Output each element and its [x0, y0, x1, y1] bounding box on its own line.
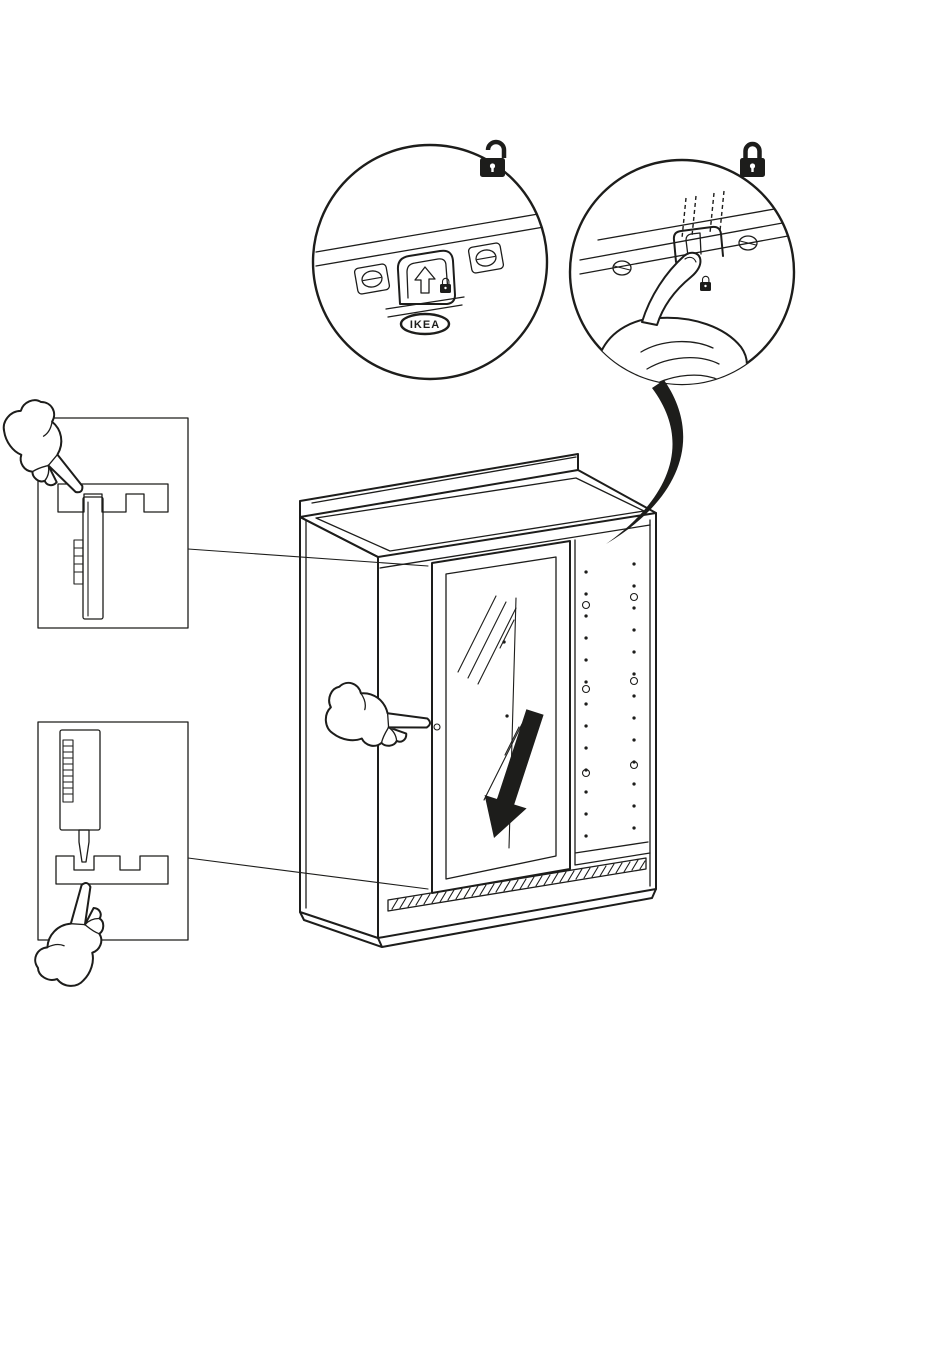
door-bottom-pin [78, 829, 90, 863]
glass-door [431, 540, 571, 894]
track-hatch-lines [391, 859, 646, 910]
cam-hole-marks [581, 592, 639, 778]
left-cam-fitting [353, 263, 391, 295]
cabinet-drawing [299, 453, 657, 948]
top-rail-inset [0, 389, 429, 629]
screw-head [738, 235, 758, 251]
door-frame [431, 540, 571, 894]
top-rail-profile [57, 483, 169, 513]
unlock-callout: IKEA [311, 139, 549, 381]
locking-bracket [396, 249, 456, 305]
lock-mini-icon [440, 277, 451, 293]
cabinet-base [299, 888, 657, 948]
bottom-rail-profile [55, 855, 169, 885]
cabinet-top-inner [315, 477, 645, 552]
arrow-up-icon [414, 266, 436, 294]
door-glass [445, 556, 557, 880]
brand-badge: IKEA [399, 312, 451, 336]
screw-head [612, 260, 632, 276]
inset-box [37, 417, 189, 629]
base-plate-lines [385, 296, 465, 318]
bottom-rail-inset [30, 721, 429, 992]
locking-fitting-inner [685, 232, 702, 257]
unlock-callout-drawing: IKEA [315, 212, 545, 336]
brand-label: IKEA [410, 319, 440, 331]
cabinet-interior [574, 539, 651, 866]
lock-mini-icon [700, 275, 711, 291]
door-edge-bracket [73, 539, 84, 585]
inset-leader-line [187, 857, 429, 890]
locking-bracket-inner [406, 258, 449, 299]
inset-box [37, 721, 189, 941]
arrow-down-left-icon [484, 709, 544, 838]
panel-edge-lines [315, 212, 545, 267]
cabinet-back-rail [299, 453, 579, 518]
door-edge-adjuster [62, 739, 74, 803]
door-handle-hole [433, 723, 441, 731]
lock-open-icon [480, 139, 507, 177]
lock-closed-icon [740, 141, 765, 177]
bottom-track [387, 857, 647, 912]
callout-circle [311, 143, 549, 381]
inset-leader-line [187, 548, 429, 567]
right-cam-fitting [467, 242, 505, 274]
locking-fitting [672, 225, 724, 263]
